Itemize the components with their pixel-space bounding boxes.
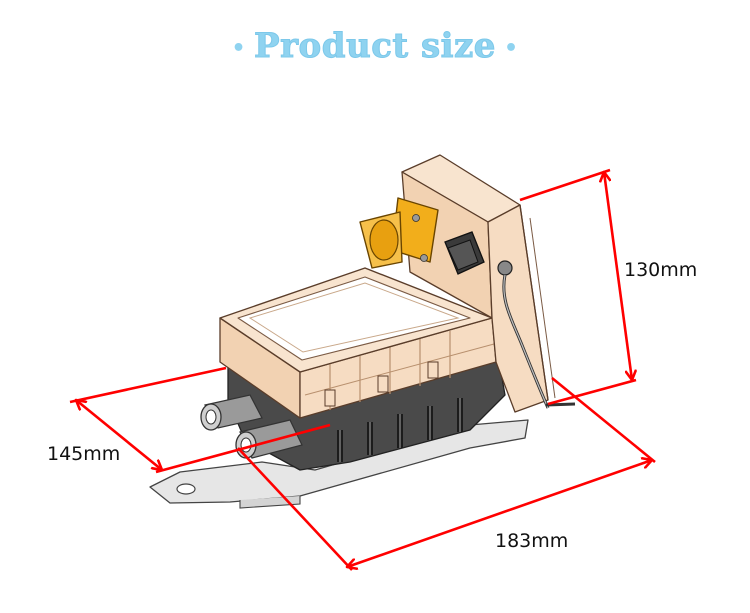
height-arrow <box>604 172 632 380</box>
page-title: • Product size • <box>0 26 750 67</box>
hv-connector <box>359 197 439 269</box>
signal-connector <box>444 231 485 275</box>
width-extension-line <box>69 366 227 404</box>
height-extension-line <box>519 168 611 202</box>
title-text: Product size <box>254 26 496 67</box>
width-dimension-label: 145mm <box>47 443 121 465</box>
length-arrow <box>347 460 652 567</box>
height-dimension-label: 130mm <box>624 259 698 281</box>
sensor-wire <box>497 260 576 409</box>
dimension-arrows <box>69 168 656 571</box>
height-extension-line-bottom <box>547 378 637 406</box>
length-extension-line <box>237 447 353 571</box>
length-extension-line-right <box>551 376 656 464</box>
coolant-pipes <box>200 394 303 459</box>
title-bullet-left: • <box>231 35 247 61</box>
main-housing <box>219 267 497 419</box>
title-bullet-right: • <box>503 35 519 61</box>
width-extension-line-bottom <box>155 423 331 474</box>
width-arrow <box>76 400 162 470</box>
length-dimension-label: 183mm <box>495 530 569 552</box>
